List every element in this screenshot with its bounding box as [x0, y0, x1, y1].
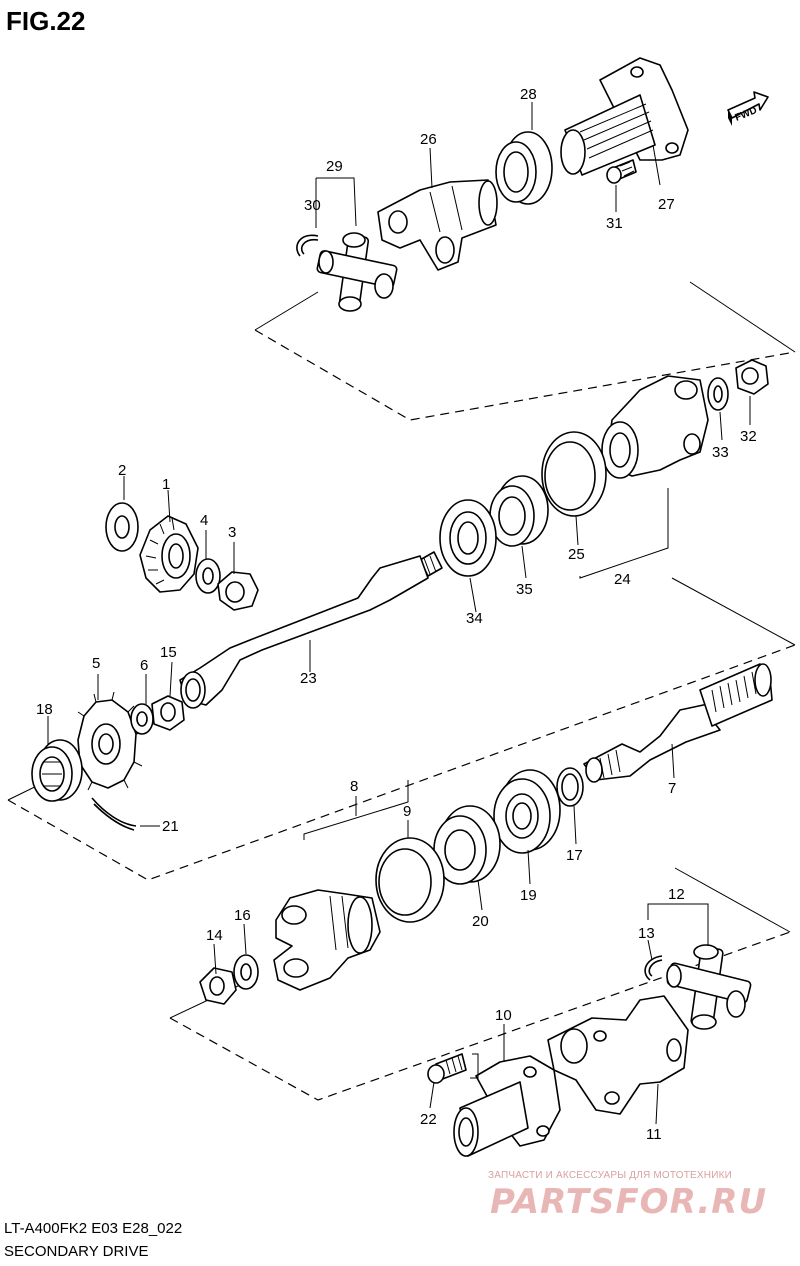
yoke-26	[377, 179, 498, 271]
callout-34: 34	[466, 610, 483, 627]
washer-4	[195, 558, 221, 594]
bearing-34	[439, 499, 497, 577]
callout-19: 19	[520, 887, 537, 904]
callout-23: 23	[300, 670, 317, 687]
callout-22: 22	[420, 1111, 437, 1128]
group-frame-top	[254, 281, 796, 421]
callout-32: 32	[740, 428, 757, 445]
oil-seal-35	[489, 475, 549, 547]
seal-ring-9	[375, 837, 445, 923]
yoke-flange-11	[547, 995, 689, 1115]
callout-17: 17	[566, 847, 583, 864]
drive-shaft-23	[179, 551, 443, 709]
callout-9: 9	[403, 803, 411, 820]
callout-21: 21	[162, 818, 179, 835]
callout-2: 2	[118, 462, 126, 479]
callout-15: 15	[160, 644, 177, 661]
nut-14	[199, 967, 237, 1005]
callout-10: 10	[495, 1007, 512, 1024]
figure-title: FIG.22	[6, 6, 86, 36]
oil-seal-28	[495, 131, 553, 205]
callout-labels: 1 2 3 4 5 6 7 8 9 10 11 12 13 14 15 16 1…	[36, 86, 757, 1143]
fwd-arrow-icon: FWD	[727, 91, 769, 126]
callout-25: 25	[568, 546, 585, 563]
callout-20: 20	[472, 913, 489, 930]
callout-24: 24	[614, 571, 631, 588]
callout-30: 30	[304, 197, 321, 214]
callout-29: 29	[326, 158, 343, 175]
washer-33	[707, 377, 729, 411]
callout-6: 6	[140, 657, 148, 674]
circlip-13	[644, 955, 663, 981]
seal-ring-25	[541, 431, 607, 517]
callout-4: 4	[200, 512, 208, 529]
shaft-7	[583, 663, 773, 783]
oil-seal-20	[433, 805, 501, 885]
flange-10	[453, 1055, 561, 1157]
callout-33: 33	[712, 444, 729, 461]
bearing-18	[31, 739, 83, 802]
figure-model-code: LT-A400FK2 E03 E28_022	[4, 1220, 183, 1237]
watermark-caption: ЗАПЧАСТИ И АКСЕССУАРЫ ДЛЯ МОТОТЕХНИКИ	[488, 1170, 733, 1181]
callout-3: 3	[228, 524, 236, 541]
callout-11: 11	[646, 1126, 662, 1143]
callout-12: 12	[668, 886, 685, 903]
nut-32	[735, 359, 769, 395]
sprocket-5	[77, 691, 145, 791]
callout-13: 13	[638, 925, 655, 942]
circlip-30	[296, 234, 319, 257]
callout-5: 5	[92, 655, 100, 672]
callout-31: 31	[606, 215, 623, 232]
callout-18: 18	[36, 701, 53, 718]
bearing-19	[493, 769, 561, 854]
yoke-24	[601, 375, 709, 479]
bolt-22	[427, 1053, 467, 1084]
watermark-logo: PARTSFOR.RU	[490, 1182, 768, 1222]
cross-joint-29	[316, 232, 398, 312]
circlip-21	[91, 797, 137, 827]
figure-name: SECONDARY DRIVE	[4, 1243, 149, 1260]
callout-16: 16	[234, 907, 251, 924]
leader-lines	[47, 102, 751, 1125]
callout-27: 27	[658, 196, 675, 213]
washer-2	[105, 502, 139, 552]
nut-3	[217, 571, 259, 611]
callout-8: 8	[350, 778, 358, 795]
circlip-17	[556, 767, 584, 807]
callout-7: 7	[668, 780, 676, 797]
cross-joint-12	[666, 944, 752, 1030]
bevel-gear-1	[139, 515, 199, 593]
callout-1: 1	[162, 476, 170, 493]
nut-15	[151, 695, 185, 731]
callout-14: 14	[206, 927, 223, 944]
flange-shaft-27	[560, 57, 689, 176]
washer-16	[233, 954, 259, 990]
callout-28: 28	[520, 86, 537, 103]
washer-6	[130, 703, 154, 735]
callout-35: 35	[516, 581, 533, 598]
bolt-31	[606, 159, 637, 184]
callout-26: 26	[420, 131, 437, 148]
yoke-8	[273, 889, 381, 991]
